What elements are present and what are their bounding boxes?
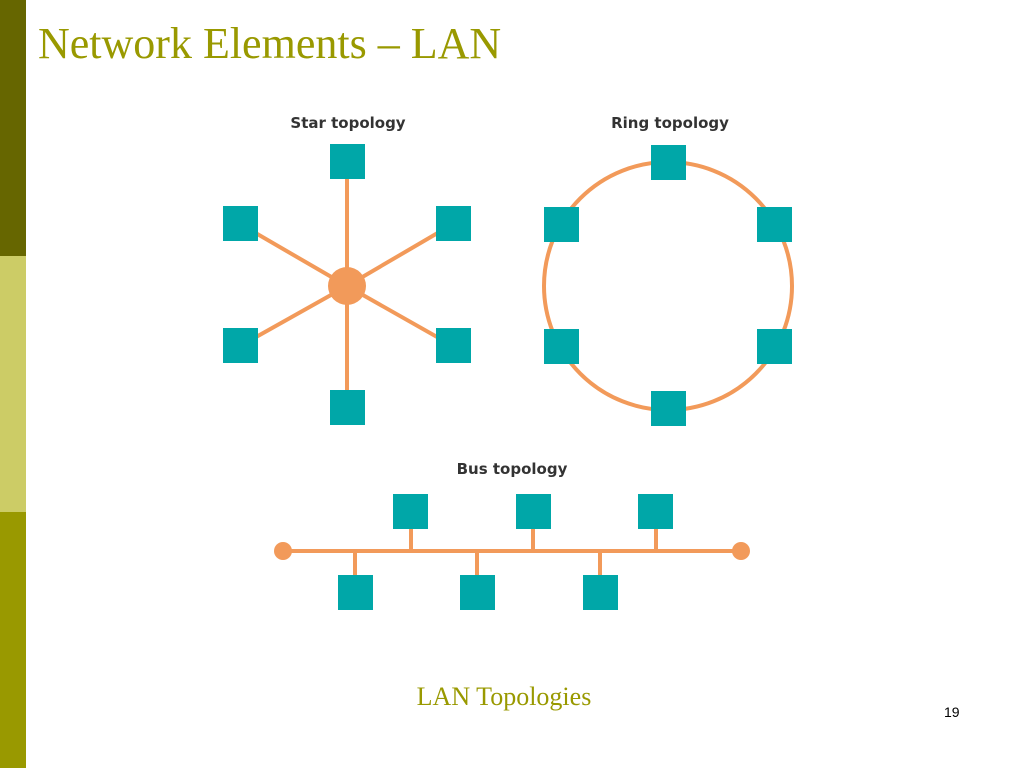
star-node-lower-right <box>436 328 471 363</box>
bus-topology: Bus topology <box>274 460 750 610</box>
bus-node-upper-3 <box>638 494 673 529</box>
bus-terminator-left <box>274 542 292 560</box>
star-node-lower-left <box>223 328 258 363</box>
bus-node-lower-2 <box>460 575 495 610</box>
star-hub <box>328 267 366 305</box>
ring-link <box>542 160 794 412</box>
star-link-upper-right <box>345 222 455 288</box>
bus-terminator-right <box>732 542 750 560</box>
bus-topology-label: Bus topology <box>457 460 568 478</box>
ring-node-upper-right <box>757 207 792 242</box>
ring-node-bottom <box>651 391 686 426</box>
bus-node-upper-1 <box>393 494 428 529</box>
sidebar-band-top <box>0 0 26 256</box>
ring-node-top <box>651 145 686 180</box>
star-node-upper-right <box>436 206 471 241</box>
star-topology: Star topology <box>223 114 471 425</box>
ring-node-lower-left <box>544 329 579 364</box>
star-node-top <box>330 144 365 179</box>
sidebar-band-bottom <box>0 512 26 768</box>
page-number: 19 <box>944 704 960 720</box>
bus-node-lower-1 <box>338 575 373 610</box>
star-link-lower-right <box>345 284 455 348</box>
ring-topology-label: Ring topology <box>611 114 729 132</box>
bus-node-lower-3 <box>583 575 618 610</box>
sidebar-band-middle <box>0 256 26 512</box>
ring-node-upper-left <box>544 207 579 242</box>
bus-node-upper-2 <box>516 494 551 529</box>
star-node-bottom <box>330 390 365 425</box>
star-topology-label: Star topology <box>290 114 405 132</box>
ring-node-lower-right <box>757 329 792 364</box>
star-node-upper-left <box>223 206 258 241</box>
slide-title: Network Elements – LAN <box>38 19 502 68</box>
ring-topology: Ring topology <box>542 114 794 426</box>
figure-caption: LAN Topologies <box>416 682 592 711</box>
